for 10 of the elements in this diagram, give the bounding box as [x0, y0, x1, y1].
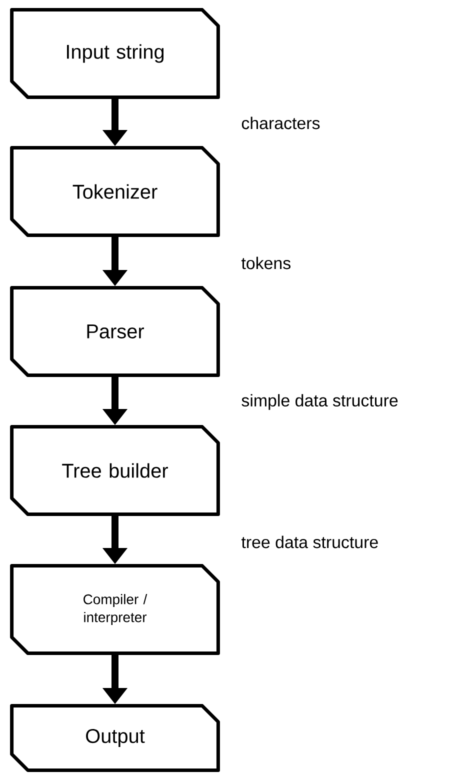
process-box: Input string [10, 8, 220, 99]
process-box: Tokenizer [10, 146, 220, 237]
data-label: characters [242, 116, 320, 130]
data-label: tokens [241, 256, 290, 270]
process-box: Tree builder [10, 425, 220, 516]
process-box: Output [10, 704, 220, 772]
data-label: simple data structure [242, 394, 398, 410]
data-label: tree data structure [241, 536, 378, 548]
process-box: Parser [10, 286, 220, 377]
process-box: Compiler / interpreter [10, 564, 220, 655]
